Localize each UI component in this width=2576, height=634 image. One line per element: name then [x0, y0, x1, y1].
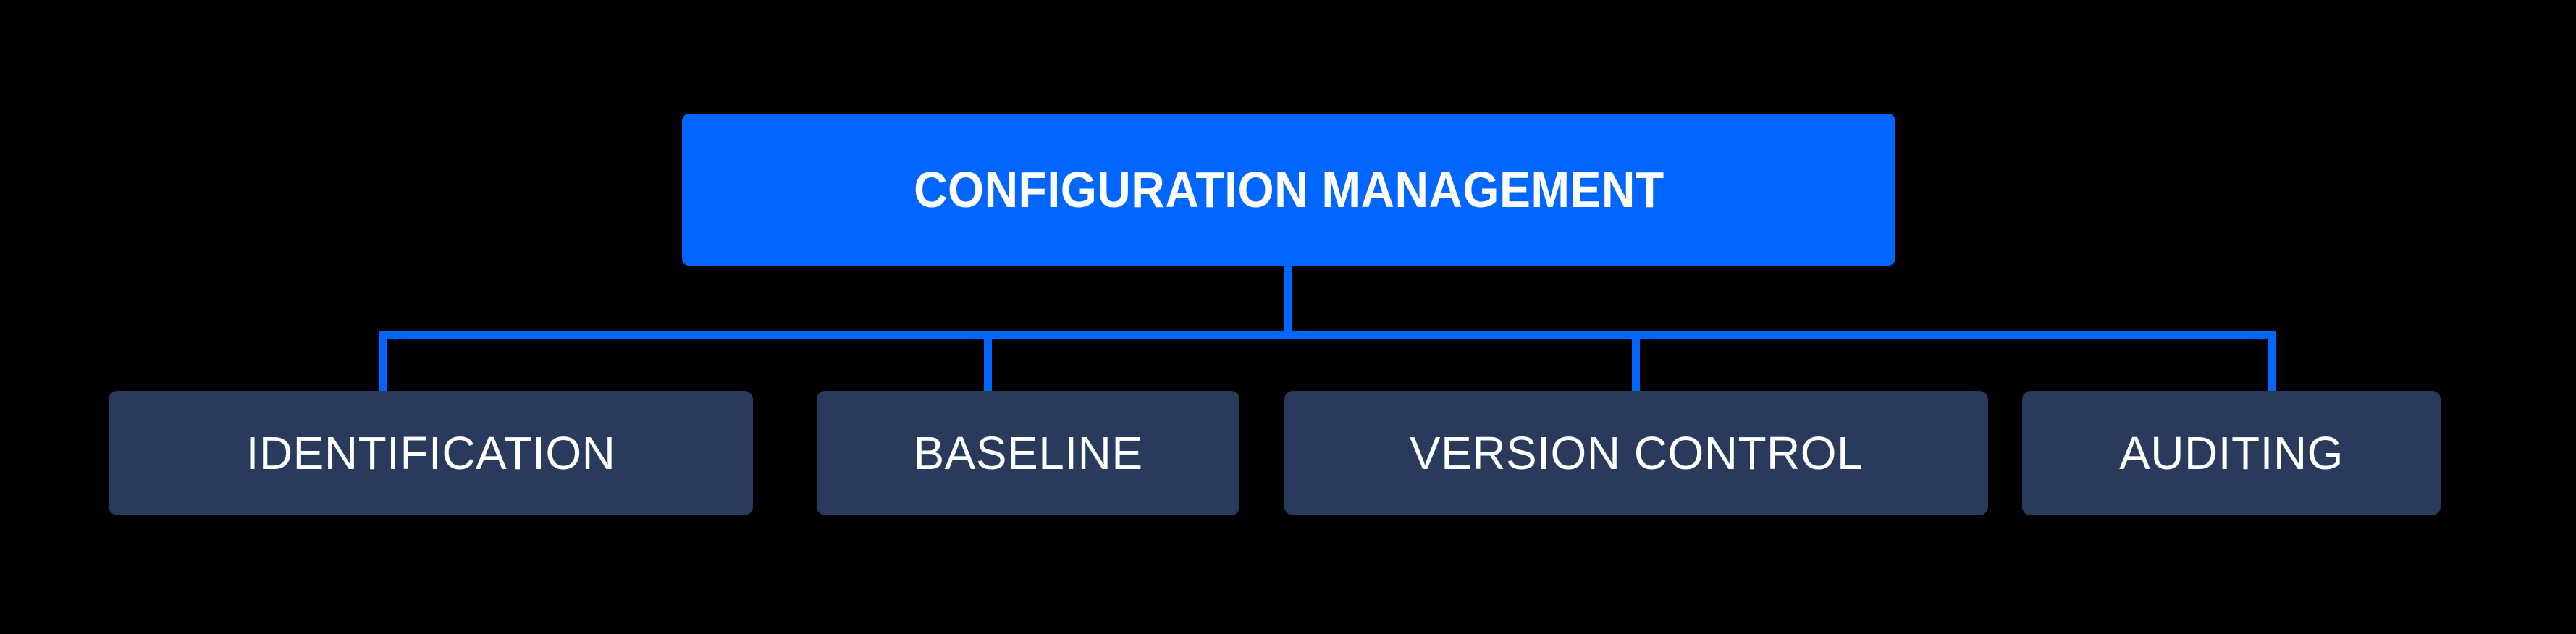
root-node-configuration-management[interactable]: CONFIGURATION MANAGEMENT: [682, 114, 1895, 266]
child-node-auditing[interactable]: AUDITING: [2022, 391, 2441, 515]
connector-drop-version-control: [1632, 331, 1640, 392]
connector-trunk-vertical: [1284, 266, 1292, 333]
connector-drop-baseline: [984, 331, 992, 392]
root-node-label: CONFIGURATION MANAGEMENT: [913, 161, 1664, 218]
child-node-label-version-control: VERSION CONTROL: [1409, 427, 1864, 479]
child-node-identification[interactable]: IDENTIFICATION: [109, 391, 753, 515]
child-node-label-auditing: AUDITING: [2119, 427, 2344, 479]
child-node-baseline[interactable]: BASELINE: [817, 391, 1239, 515]
child-node-label-baseline: BASELINE: [913, 427, 1143, 479]
connector-drop-auditing: [2268, 331, 2276, 392]
child-node-label-identification: IDENTIFICATION: [245, 427, 616, 479]
child-node-version-control[interactable]: VERSION CONTROL: [1284, 391, 1988, 515]
connector-horizontal-bus: [379, 331, 2276, 339]
connector-drop-identification: [379, 331, 387, 392]
